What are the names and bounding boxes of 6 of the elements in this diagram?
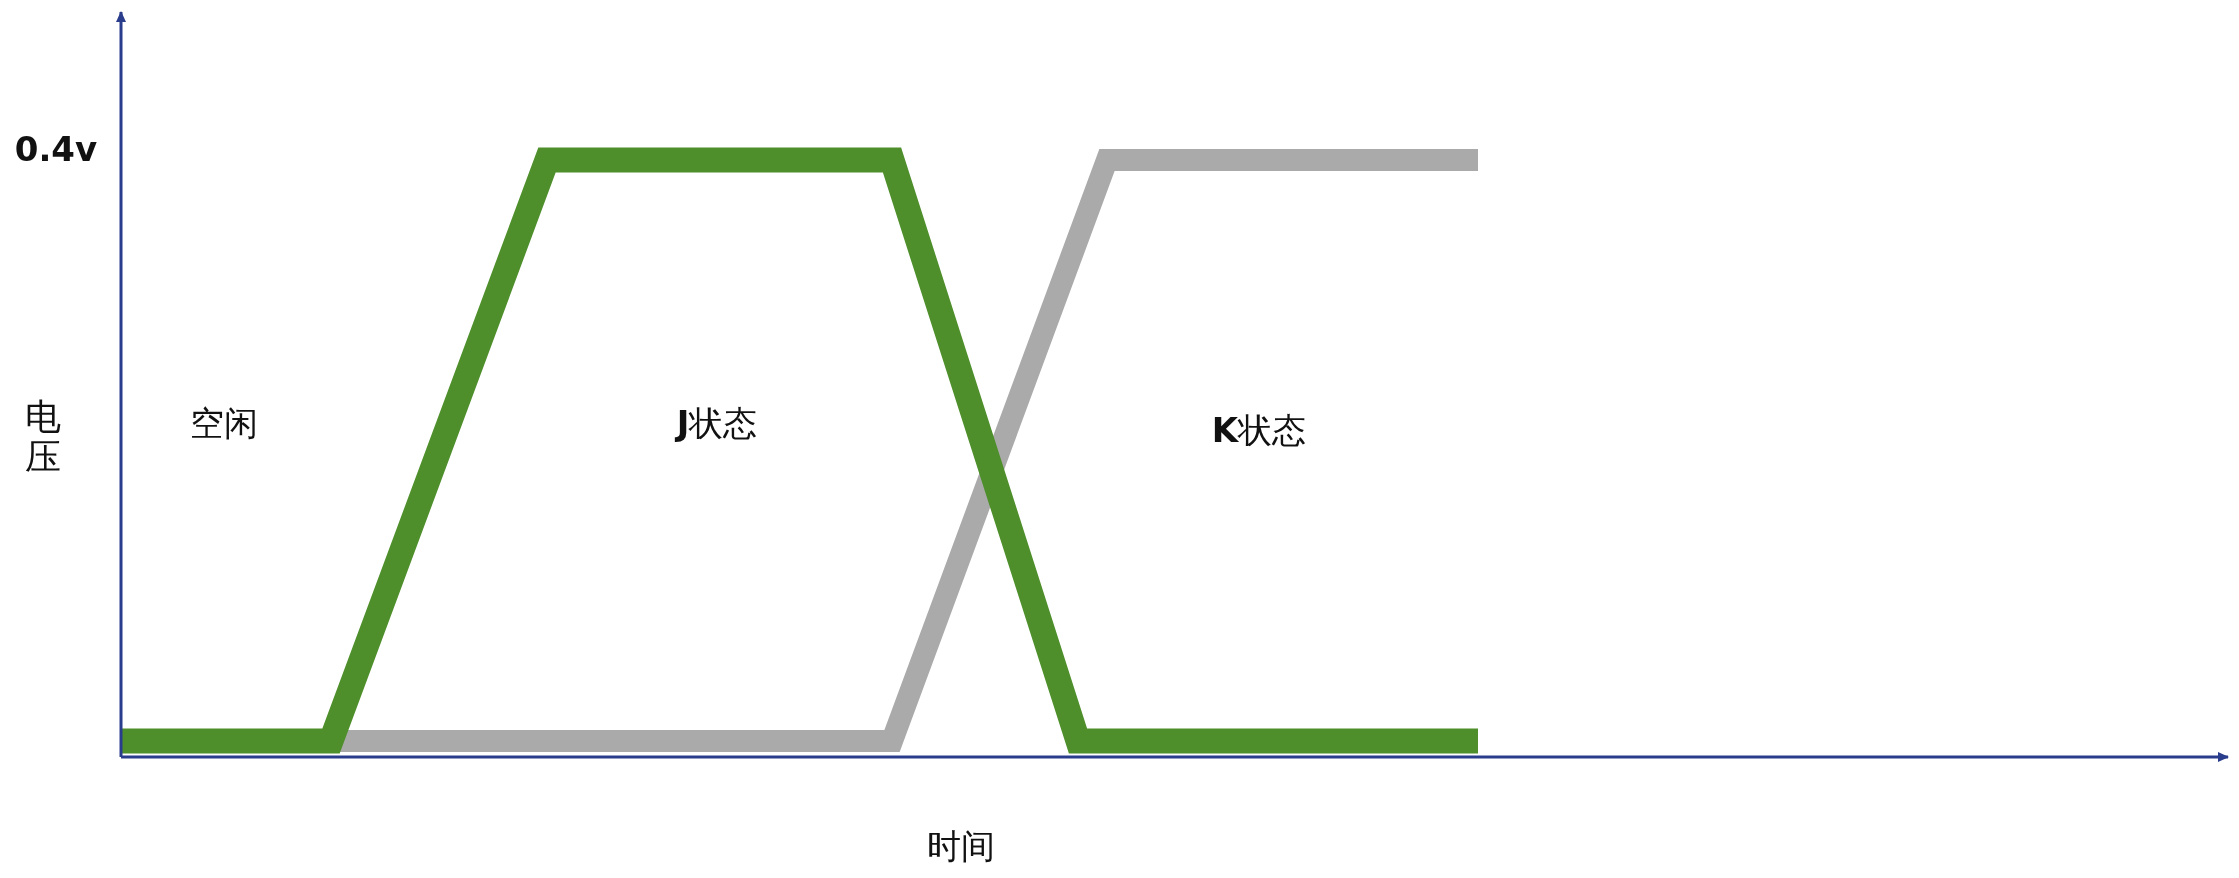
axis-tick-label: 0.4v: [14, 129, 98, 169]
state-label: K状态: [1211, 409, 1307, 452]
state-label: J状态: [676, 402, 758, 445]
axis-title: 时间: [927, 825, 995, 868]
state-label: 空闲: [190, 402, 258, 445]
axis-title: 电压: [25, 397, 61, 477]
